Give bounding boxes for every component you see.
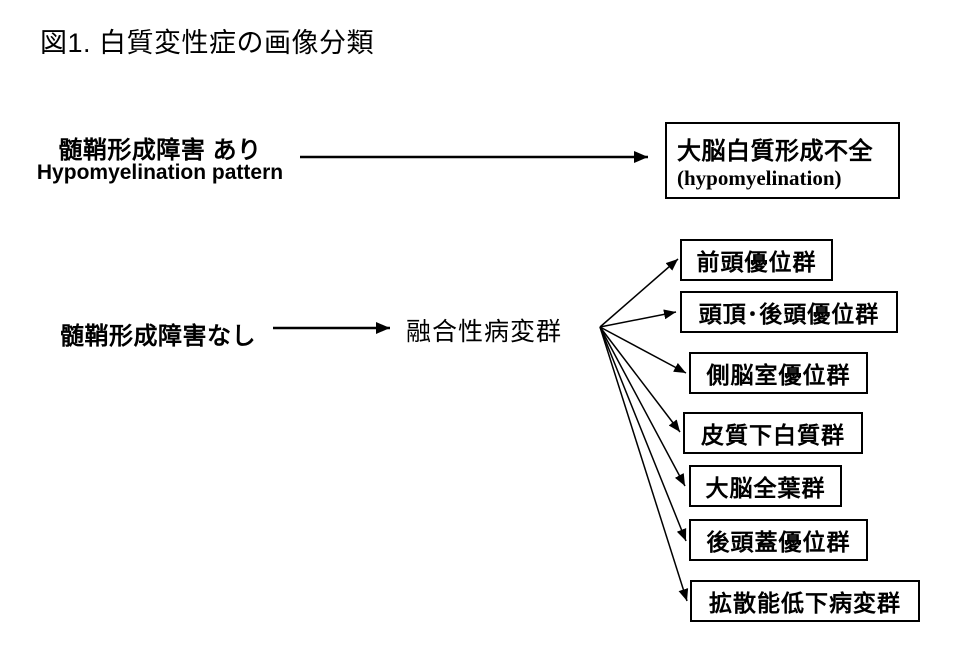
box-frontal-dominant: 前頭優位群 xyxy=(680,239,833,281)
label-hypomyelination-pattern-en: Hypomyelination pattern xyxy=(36,161,284,184)
figure-title: 図1. 白質変性症の画像分類 xyxy=(40,28,375,58)
box-whole-cerebral-lobe: 大脳全葉群 xyxy=(689,465,842,507)
box-cerebral-hypomyelination: 大脳白質形成不全 (hypomyelination) xyxy=(665,122,900,199)
box-cerebral-hypomyelination-jp: 大脳白質形成不全 xyxy=(677,137,873,165)
arrow-fan-whole-lobe xyxy=(599,326,686,487)
box-periventricular-dominant: 側脳室優位群 xyxy=(689,352,868,394)
box-posterior-fossa-dominant: 後頭蓋優位群 xyxy=(689,519,868,561)
box-subcortical-white-matter: 皮質下白質群 xyxy=(683,412,863,454)
arrow-fan-periventricular xyxy=(599,326,687,374)
box-parieto-occipital-dominant: 頭頂･後頭優位群 xyxy=(680,291,898,333)
arrow-fan-frontal xyxy=(599,258,679,328)
label-hypomyelination-present-jp: 髄鞘形成障害 あり xyxy=(58,137,262,164)
box-reduced-diffusion-lesion: 拡散能低下病変群 xyxy=(690,580,920,622)
arrow-fan-subcortical xyxy=(599,326,681,433)
arrow-fan-reduced-diffusion xyxy=(599,326,689,602)
label-hypomyelination-absent-jp: 髄鞘形成障害なし xyxy=(60,323,256,350)
arrow-fan-posterior-fossa xyxy=(599,326,687,542)
arrow-fan-parieto-occipital xyxy=(599,309,677,328)
node-confluent-lesion-group: 融合性病変群 xyxy=(406,318,563,346)
box-cerebral-hypomyelination-en: (hypomyelination) xyxy=(677,165,842,190)
